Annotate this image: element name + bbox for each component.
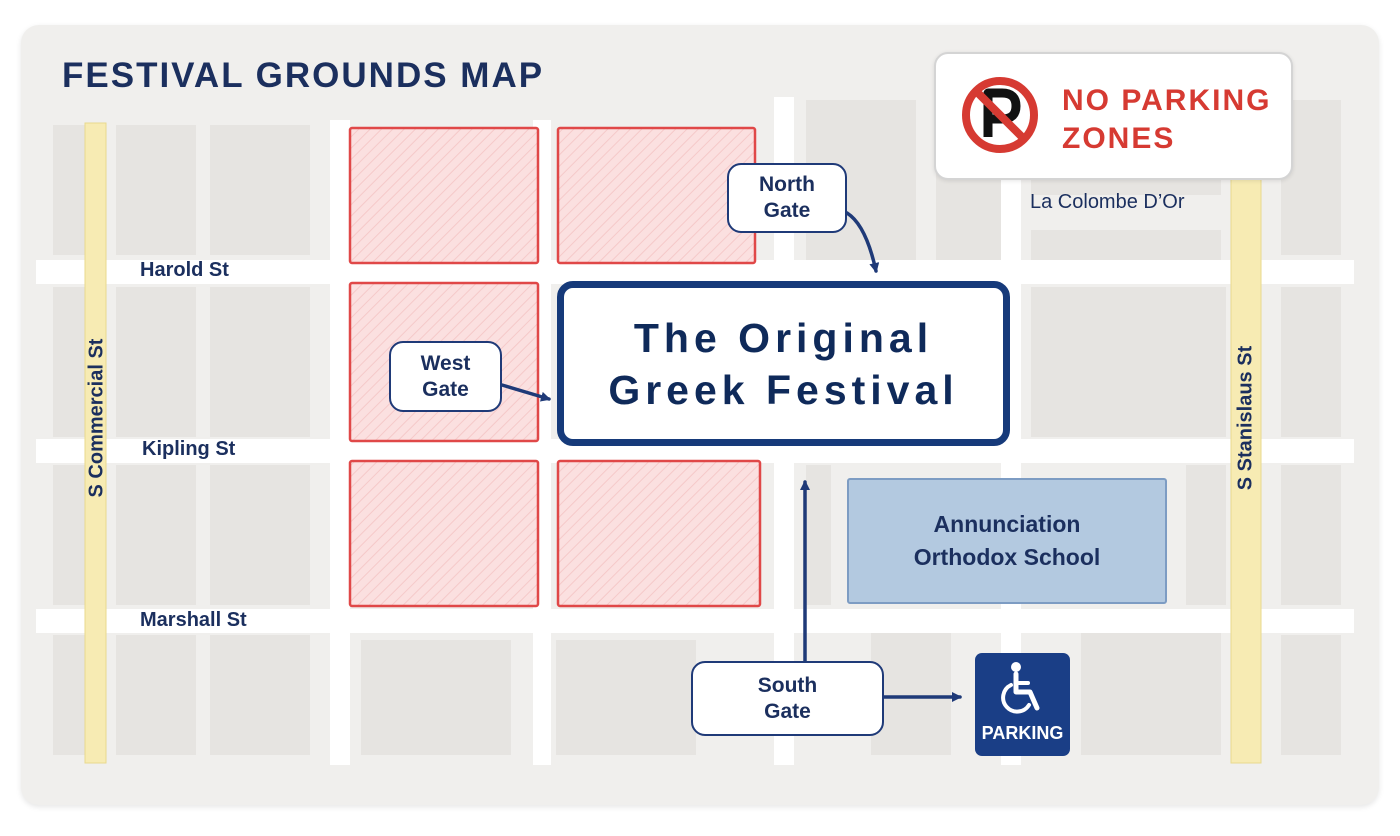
map-title: FESTIVAL GROUNDS MAP bbox=[62, 56, 545, 95]
west-gate[interactable]: West Gate bbox=[389, 341, 502, 412]
no-parking-legend: NO PARKING ZONES bbox=[934, 52, 1293, 180]
north-gate[interactable]: North Gate bbox=[727, 163, 847, 233]
west-gate-line1: West bbox=[420, 351, 471, 375]
venue-name-line2: Greek Festival bbox=[608, 366, 959, 413]
no-parking-zone bbox=[348, 126, 540, 265]
map-canvas bbox=[36, 97, 1354, 765]
south-gate[interactable]: South Gate bbox=[691, 661, 884, 736]
north-gate-line1: North bbox=[759, 173, 815, 196]
venue-name-line1: The Original bbox=[633, 314, 934, 361]
north-gate-arrow bbox=[845, 211, 880, 273]
no-parking-icon bbox=[962, 77, 1038, 153]
accessible-parking-sign[interactable]: PARKING bbox=[975, 653, 1070, 756]
west-gate-arrow bbox=[500, 383, 551, 402]
s-commercial-road bbox=[84, 122, 107, 764]
street-label-kipling: Kipling St bbox=[142, 438, 236, 460]
street-label-harold: Harold St bbox=[140, 259, 229, 281]
restaurant-label: La Colombe D’Or bbox=[1030, 191, 1185, 213]
no-parking-zone bbox=[556, 126, 757, 265]
street-label-s-commercial: S Commercial St bbox=[85, 338, 108, 498]
no-parking-zone bbox=[556, 459, 762, 608]
south-gate-line2: Gate bbox=[764, 699, 811, 723]
school-name-line1: Annunciation bbox=[933, 511, 1081, 537]
festival-venue[interactable]: The Original Greek Festival bbox=[557, 281, 1010, 446]
no-parking-line2: ZONES bbox=[1062, 122, 1176, 155]
school-name-line2: Orthodox School bbox=[913, 544, 1101, 570]
north-gate-line2: Gate bbox=[763, 199, 811, 222]
south-gate-line1: South bbox=[757, 673, 818, 697]
street-label-s-stanislaus: S Stanislaus St bbox=[1234, 345, 1257, 491]
main-roads bbox=[84, 122, 1262, 764]
no-parking-zones bbox=[348, 126, 762, 608]
no-parking-line1: NO PARKING bbox=[1062, 84, 1272, 117]
no-parking-zone bbox=[348, 459, 540, 608]
street-label-marshall: Marshall St bbox=[140, 609, 247, 631]
wheelchair-icon bbox=[1001, 662, 1040, 714]
s-stanislaus-road bbox=[1230, 174, 1262, 764]
school-building: Annunciation Orthodox School bbox=[847, 478, 1167, 604]
accessible-parking-label: PARKING bbox=[981, 723, 1064, 743]
festival-map: FESTIVAL GROUNDS MAP Harold St Kipling S… bbox=[21, 25, 1379, 805]
route-arrows bbox=[500, 211, 962, 702]
west-gate-line2: Gate bbox=[422, 377, 469, 401]
